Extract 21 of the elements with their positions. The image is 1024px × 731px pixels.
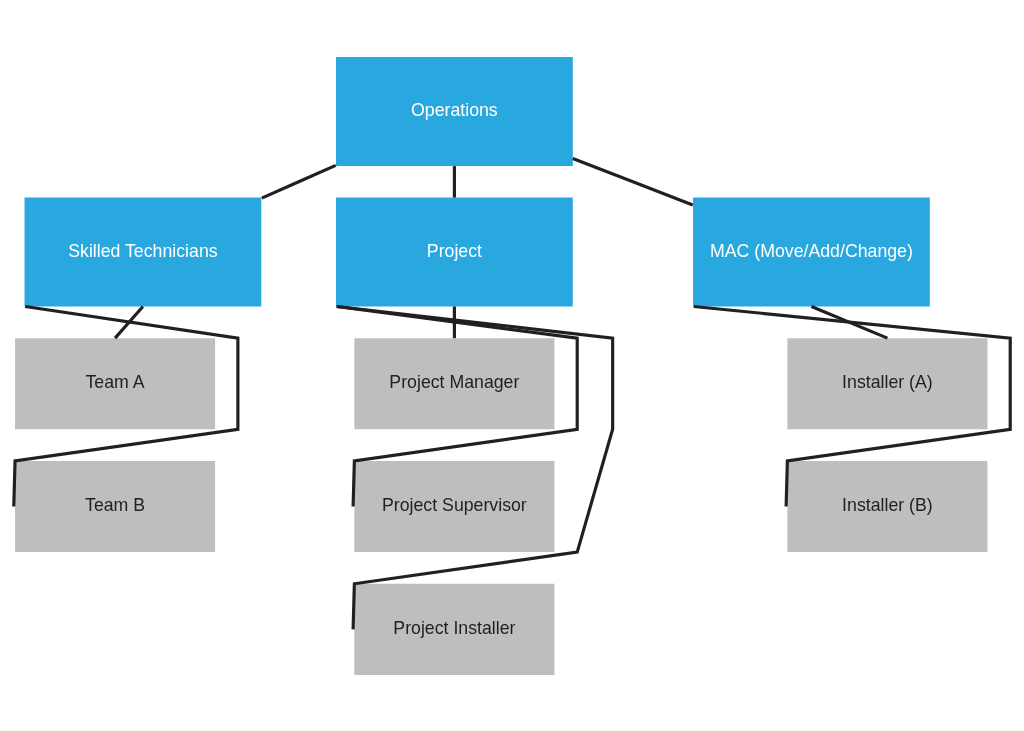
node-box: Team B [15,460,216,552]
connector [336,304,615,629]
node-box: Project Supervisor [354,460,555,552]
node-box: Team A [15,337,216,429]
node-box: Project Installer [354,583,555,675]
node-box: Project [336,197,573,306]
node-box: Skilled Technicians [24,197,262,306]
connector [12,304,240,507]
connector [261,163,337,200]
connector [452,165,456,198]
node-box: Operations [336,56,573,166]
connector [336,304,579,507]
node-box: Project Manager [354,337,555,429]
connector [693,304,1012,507]
connector [810,304,889,340]
node-box: MAC (Move/Add/Change) [693,197,930,306]
node-box: Installer (A) [787,337,988,429]
connector [113,304,145,339]
connector [572,156,694,206]
connector [452,306,456,338]
node-box: Installer (B) [787,460,988,552]
